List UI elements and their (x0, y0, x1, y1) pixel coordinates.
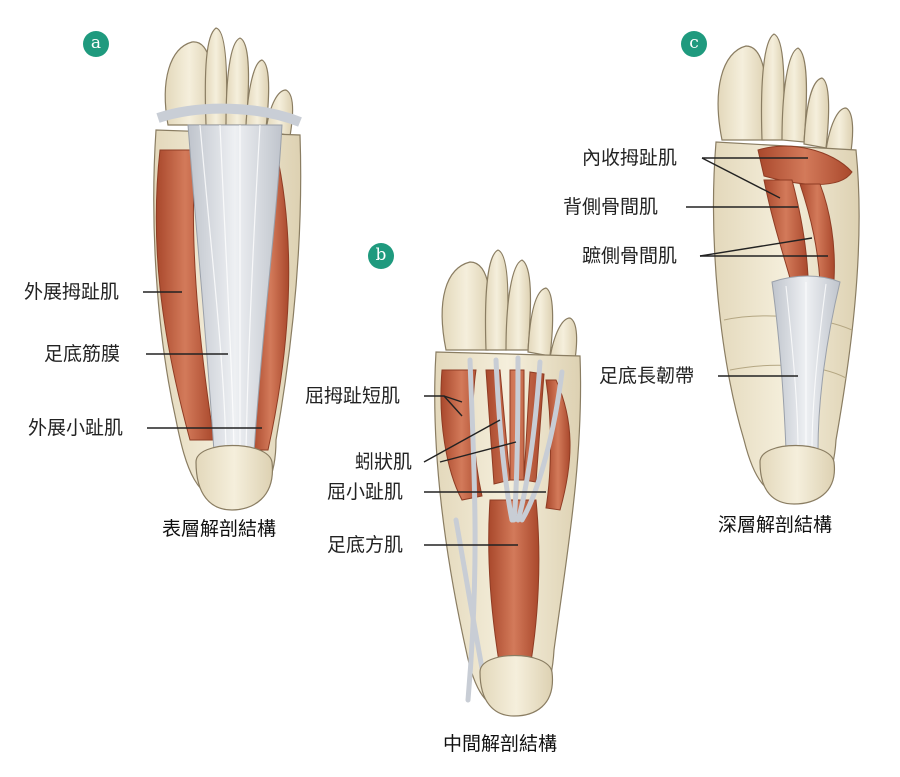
label-abductor-hallucis: 外展拇趾肌 (24, 281, 120, 303)
label-quadratus-plantae: 足底方肌 (327, 534, 404, 556)
panel-b-badge: b (368, 243, 394, 269)
panel-c-badge: c (681, 31, 707, 57)
label-plantar-interossei: 蹠側骨間肌 (582, 245, 678, 267)
label-lumbricals: 蚓狀肌 (355, 451, 413, 473)
label-long-plantar-ligament: 足底長韌帶 (599, 365, 695, 387)
foot-a-toes (164, 27, 294, 137)
foot-b-heel (479, 655, 554, 717)
label-adductor-hallucis: 內收拇趾肌 (582, 147, 678, 169)
foot-b-flexor-digiti-minimi (545, 379, 571, 511)
foot-a-heel (195, 445, 273, 511)
caption-middle: 中間解剖結構 (443, 733, 558, 755)
foot-b-quadratus-plantae (488, 499, 540, 669)
caption-deep: 深層解剖結構 (718, 514, 833, 536)
label-flexor-digiti-minimi: 屈小趾肌 (327, 481, 404, 503)
panel-a-badge: a (83, 31, 109, 57)
foot-c-heel (759, 445, 835, 505)
caption-superficial: 表層解剖結構 (162, 518, 277, 540)
leader-lines (143, 157, 828, 546)
label-abductor-digiti-minimi: 外展小趾肌 (28, 417, 124, 439)
foot-c-illustration (712, 33, 860, 505)
label-dorsal-interossei: 背側骨間肌 (563, 196, 659, 218)
label-plantar-fascia: 足底筋膜 (44, 343, 121, 365)
foot-a-illustration (153, 27, 302, 511)
label-flexor-hallucis-brevis: 屈拇趾短肌 (305, 385, 401, 407)
foot-b-illustration (434, 249, 582, 717)
